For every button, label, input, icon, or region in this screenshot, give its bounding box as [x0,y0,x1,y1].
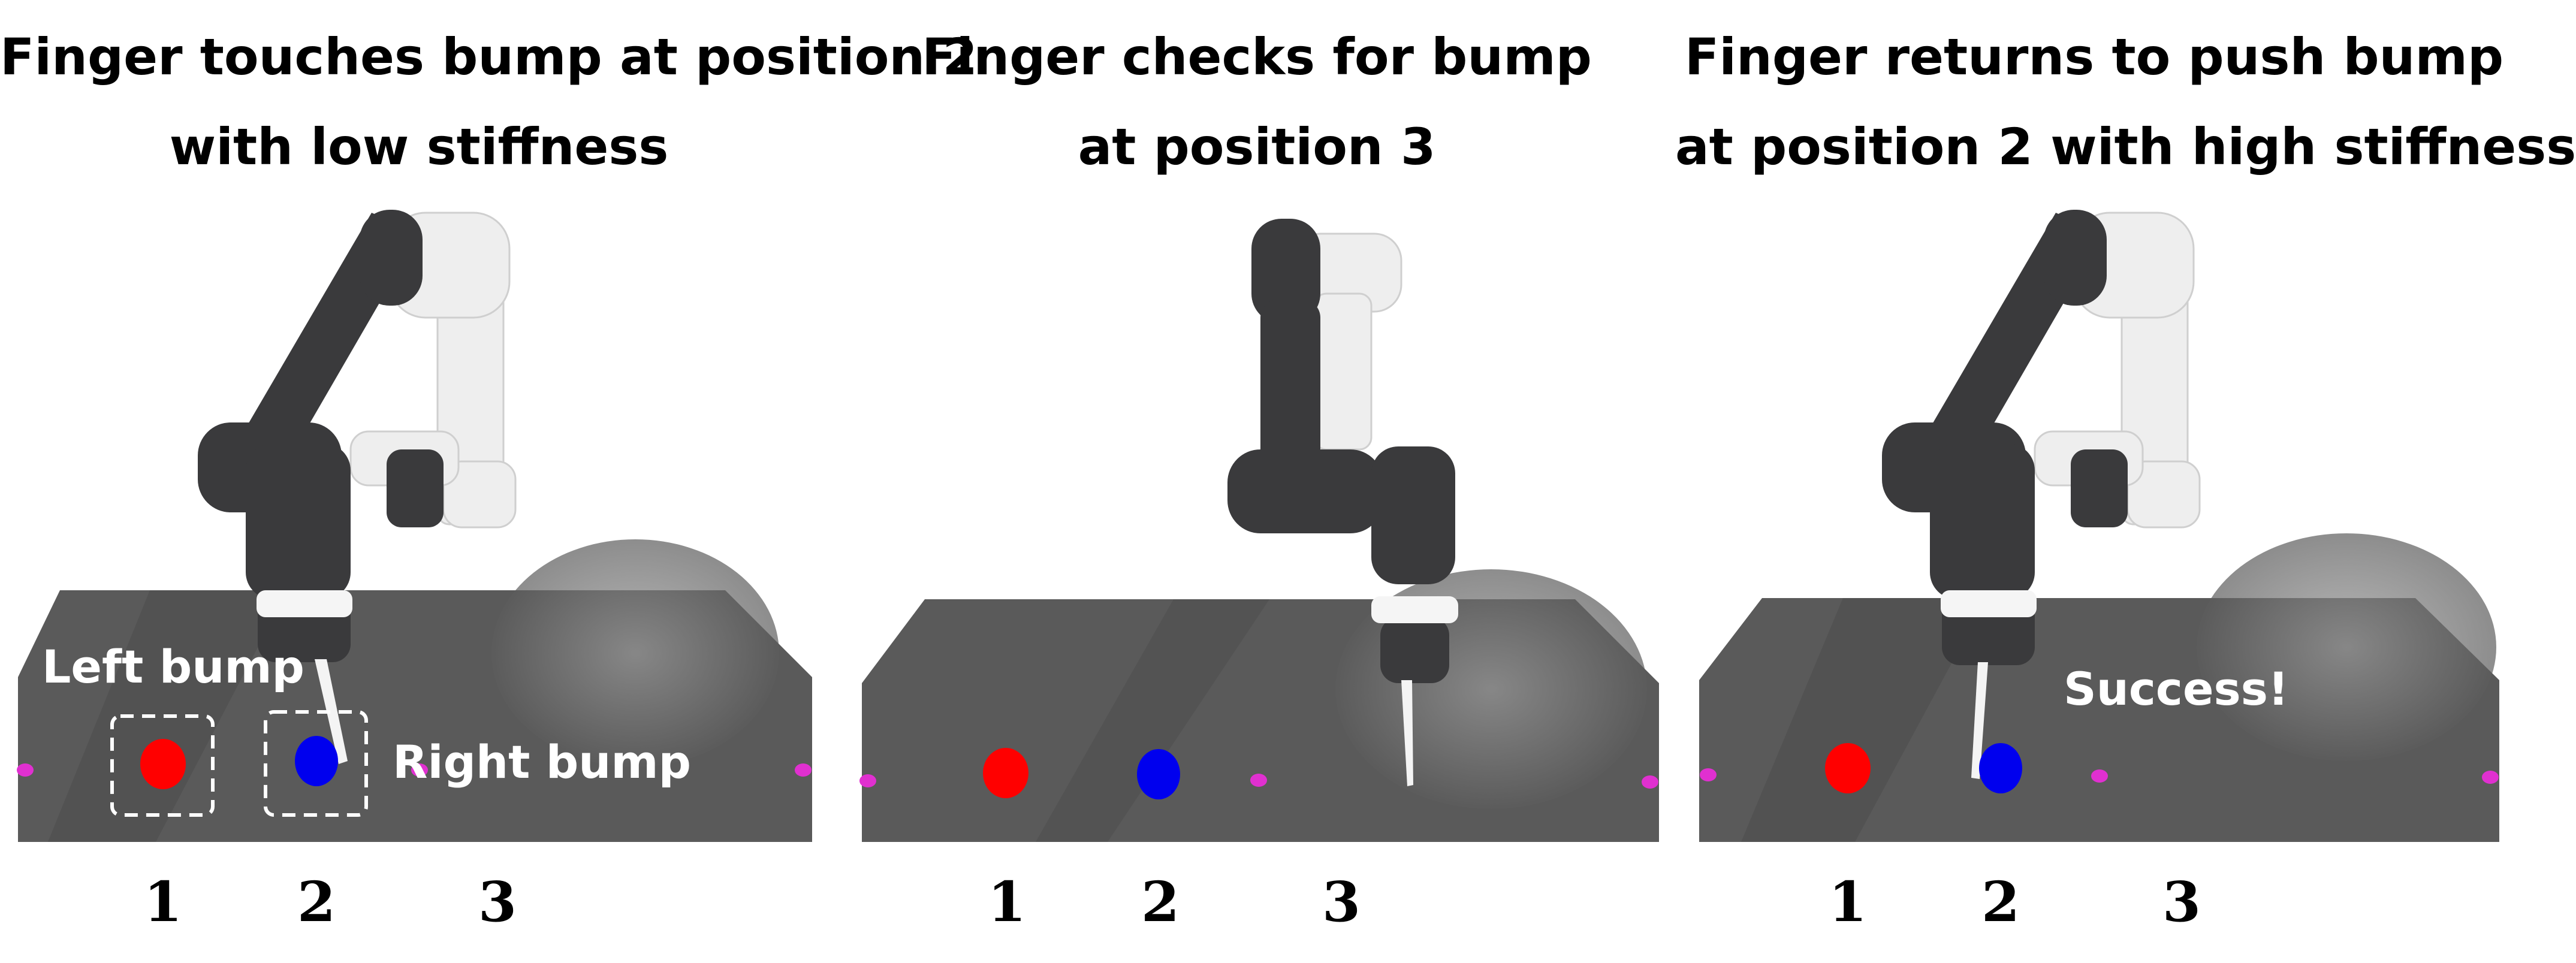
panel-title: Finger touches bump at position 2 with l… [0,12,978,192]
bump-right [295,736,338,786]
panel-title: Finger returns to push bump at position … [1675,12,2576,192]
position-label-1: 1 [1828,870,1867,934]
position-label-1: 1 [987,870,1026,934]
title-line-2: with low stiffness [169,117,669,176]
position-label-3: 3 [1322,870,1361,934]
position-label-1: 1 [143,870,182,934]
position-label-2: 2 [1141,870,1180,934]
marker-left [1700,768,1717,781]
position-label-3: 3 [2162,870,2201,934]
robot-arm-dark [1227,219,1455,683]
bump-right [1137,749,1180,799]
scene-2 [859,219,1659,842]
scene-1 [17,210,812,842]
finger [1401,680,1413,786]
position-label-2: 2 [1981,870,2020,934]
light-spot [2197,533,2496,761]
panel-1: Finger touches bump at position 2 with l… [0,0,978,963]
marker-pos3 [2091,769,2108,783]
title-line-1: Finger returns to push bump [1684,28,2504,86]
finger-collar [257,590,352,617]
bump-left [140,739,186,789]
left-bump-label: Left bump [42,640,304,693]
success-label: Success! [2064,662,2289,716]
title-line-1: Finger touches bump at position 2 [0,28,978,86]
light-spot [491,539,779,767]
arm-shadow [1036,599,1269,842]
finger-collar [1371,596,1458,623]
arm-shadow [1741,598,1987,842]
panel-3: Finger returns to push bump at position … [1675,0,2576,963]
marker-left [17,763,34,777]
title-line-1: Finger checks for bump [922,28,1592,86]
bump-left [1825,743,1871,793]
marker-right [795,763,812,777]
marker-left [859,774,876,787]
bump-right [1979,743,2022,793]
finger [315,659,348,764]
panel-title: Finger checks for bump at position 3 [838,12,1676,192]
finger-collar [1941,590,2037,617]
marker-pos3 [1250,774,1267,787]
marker-pos3 [411,763,428,777]
title-line-2: at position 2 with high stiffness [1675,117,2576,176]
title-line-2: at position 3 [1078,117,1436,176]
left-bump-box [110,714,215,817]
bump-left [983,748,1028,798]
scene-3 [1699,210,2499,842]
marker-right [2482,771,2499,784]
position-label-2: 2 [297,870,336,934]
marker-right [1642,775,1658,789]
finger [1971,662,1988,779]
panel-2: Finger checks for bump at position 3 1 2… [838,0,1676,963]
right-bump-box [264,710,368,817]
right-bump-label: Right bump [393,735,691,789]
robot-arm-dark [1882,210,2128,665]
position-label-3: 3 [478,870,517,934]
